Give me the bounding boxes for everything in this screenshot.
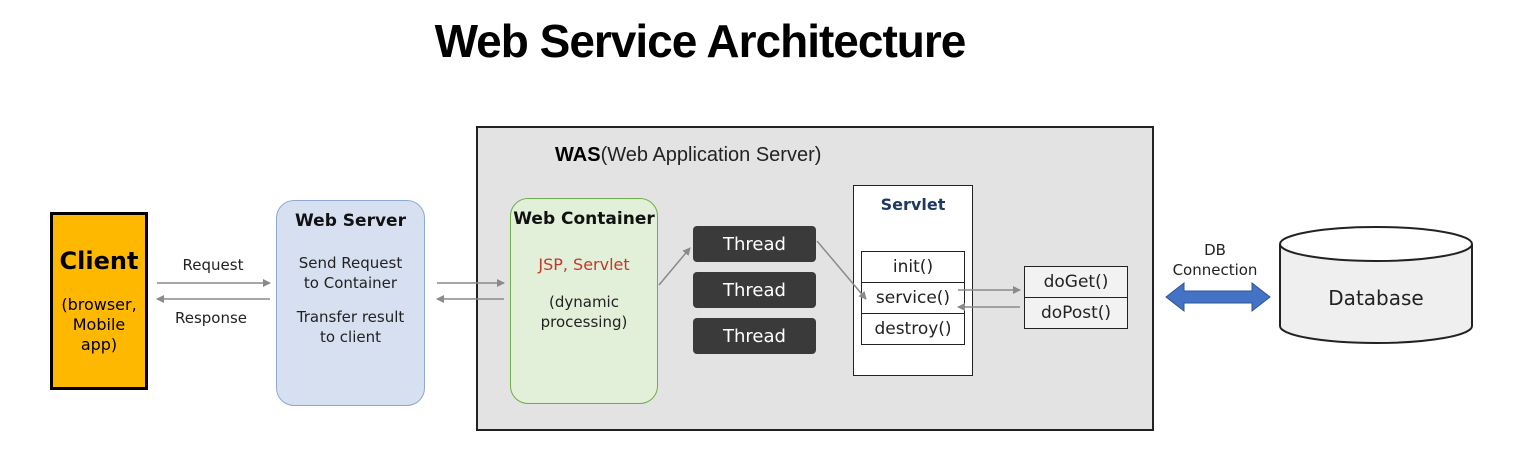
web-server-box: Web Server Send Request to Container Tra… xyxy=(276,200,425,406)
web-server-line2: to Container xyxy=(303,274,398,292)
web-container-tech: JSP, Servlet xyxy=(538,255,630,274)
database-label: Database xyxy=(1328,286,1424,310)
thread-box-3: Thread xyxy=(693,318,816,354)
method-destroy: destroy() xyxy=(861,313,965,345)
thread-to-service-arrow xyxy=(816,240,867,300)
client-subtitle-line2: Mobile app) xyxy=(72,315,126,354)
client-title: Client xyxy=(59,247,139,275)
db-connection-arrow xyxy=(1165,281,1271,313)
was-label-rest: (Web Application Server) xyxy=(600,144,822,166)
client-subtitle-line1: (browser, xyxy=(61,295,137,314)
web-container-line1: (dynamic xyxy=(549,293,619,311)
response-label: Response xyxy=(174,309,248,327)
web-server-title: Web Server xyxy=(295,211,406,231)
was-label-bold: WAS xyxy=(555,144,601,166)
db-connection-line2: Connection xyxy=(1172,261,1258,279)
handler-dopost: doPost() xyxy=(1024,297,1128,329)
diagram-title: Web Service Architecture xyxy=(434,15,967,67)
database-cylinder xyxy=(1279,226,1473,344)
method-service: service() xyxy=(861,282,965,314)
web-server-line4: to client xyxy=(319,328,382,346)
web-container-box: Web Container JSP, Servlet (dynamic proc… xyxy=(510,198,658,404)
thread-box-1: Thread xyxy=(693,226,816,262)
client-box: Client (browser, Mobile app) xyxy=(50,212,148,390)
thread-box-2: Thread xyxy=(693,272,816,308)
servlet-title: Servlet xyxy=(880,195,946,214)
web-server-line1: Send Request xyxy=(298,254,403,272)
was-label: WAS(Web Application Server) xyxy=(555,144,821,167)
container-to-thread-arrow xyxy=(658,247,691,286)
request-label: Request xyxy=(182,256,244,274)
method-init: init() xyxy=(861,251,965,283)
client-subtitle: (browser, Mobile app) xyxy=(53,295,145,355)
db-connection-line1: DB xyxy=(1204,241,1226,259)
web-server-line3: Transfer result xyxy=(296,308,405,326)
db-connection-label: DB Connection xyxy=(1160,240,1270,280)
web-container-title: Web Container xyxy=(513,209,655,229)
web-container-line2: processing) xyxy=(540,313,628,331)
